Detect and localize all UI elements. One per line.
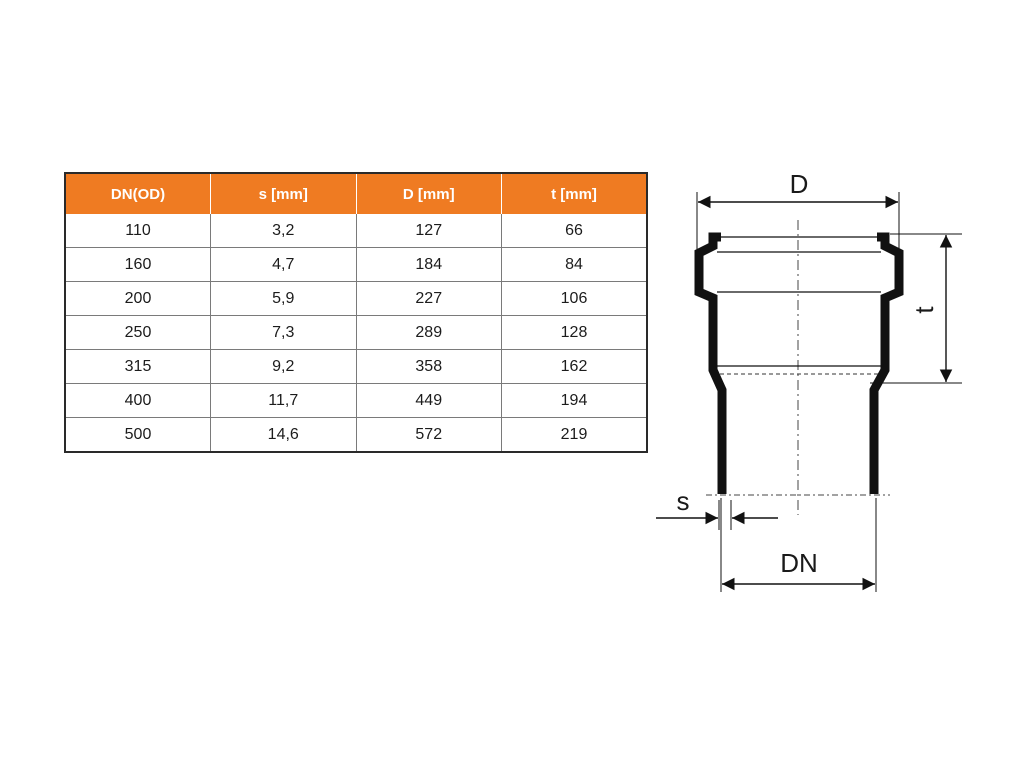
table-header-row: DN(OD) s [mm] D [mm] t [mm]: [65, 173, 647, 214]
cell-dn: 160: [65, 247, 211, 282]
cell-s: 11,7: [210, 383, 357, 418]
cell-t: 219: [501, 417, 647, 452]
cell-d: 184: [356, 247, 502, 282]
label-t: t: [909, 306, 939, 314]
cell-dn: 110: [65, 214, 211, 248]
table-row: 200 5,9 227 106: [65, 281, 647, 316]
header-t: t [mm]: [501, 173, 647, 214]
cell-s: 9,2: [210, 349, 357, 384]
cell-t: 194: [501, 383, 647, 418]
header-s: s [mm]: [210, 173, 357, 214]
header-d: D [mm]: [356, 173, 502, 214]
pipe-wall-left: [694, 232, 727, 494]
cell-d: 289: [356, 315, 502, 350]
cell-s: 14,6: [210, 417, 357, 452]
table-row: 500 14,6 572 219: [65, 417, 647, 452]
cell-d: 572: [356, 417, 502, 452]
cell-d: 227: [356, 281, 502, 316]
cell-t: 106: [501, 281, 647, 316]
pipe-socket-diagram: D t s DN: [656, 169, 962, 592]
label-s: s: [677, 486, 690, 516]
table-row: 315 9,2 358 162: [65, 349, 647, 384]
cell-s: 5,9: [210, 281, 357, 316]
cell-d: 449: [356, 383, 502, 418]
cell-s: 3,2: [210, 214, 357, 248]
table-row: 160 4,7 184 84: [65, 247, 647, 282]
table-row: 250 7,3 289 128: [65, 315, 647, 350]
cell-t: 84: [501, 247, 647, 282]
label-dn: DN: [780, 548, 818, 578]
cell-t: 162: [501, 349, 647, 384]
cell-dn: 200: [65, 281, 211, 316]
header-dn-od: DN(OD): [65, 173, 211, 214]
cell-t: 128: [501, 315, 647, 350]
cell-s: 7,3: [210, 315, 357, 350]
cell-t: 66: [565, 221, 583, 239]
cell-dn: 400: [65, 383, 211, 418]
table-row: 110 3,2 127 66: [65, 214, 647, 248]
cell-s: 4,7: [210, 247, 357, 282]
pipe-dimensions-table: DN(OD) s [mm] D [mm] t [mm] 110 3,2 127 …: [64, 172, 648, 453]
cell-dn: 500: [65, 417, 211, 452]
cell-d: 358: [356, 349, 502, 384]
label-d: D: [790, 169, 809, 199]
cell-d: 127: [356, 214, 502, 248]
table-row: 400 11,7 449 194: [65, 383, 647, 418]
cell-dn: 250: [65, 315, 211, 350]
cell-dn: 315: [65, 349, 211, 384]
